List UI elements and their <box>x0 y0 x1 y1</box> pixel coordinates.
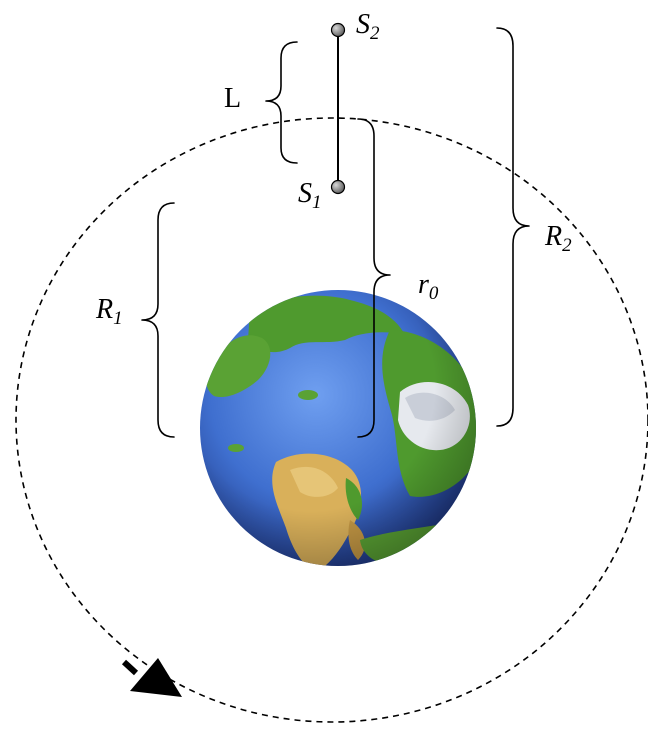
brace-r2 <box>496 27 530 427</box>
label-s2: S2 <box>356 9 380 44</box>
brace-r0 <box>357 118 391 438</box>
label-l: L <box>224 83 241 114</box>
orbit-path <box>15 117 648 723</box>
label-r0: r0 <box>418 269 439 304</box>
satellite-s2 <box>330 22 346 38</box>
label-r1: R1 <box>95 294 123 329</box>
brace-l <box>265 41 298 164</box>
brace-r1 <box>141 202 175 438</box>
satellite-s1 <box>330 179 346 195</box>
label-r2: R2 <box>544 221 572 256</box>
direction-arrow-icon <box>121 658 182 697</box>
label-s1: S1 <box>298 178 322 213</box>
earth-globe-icon <box>200 290 476 566</box>
